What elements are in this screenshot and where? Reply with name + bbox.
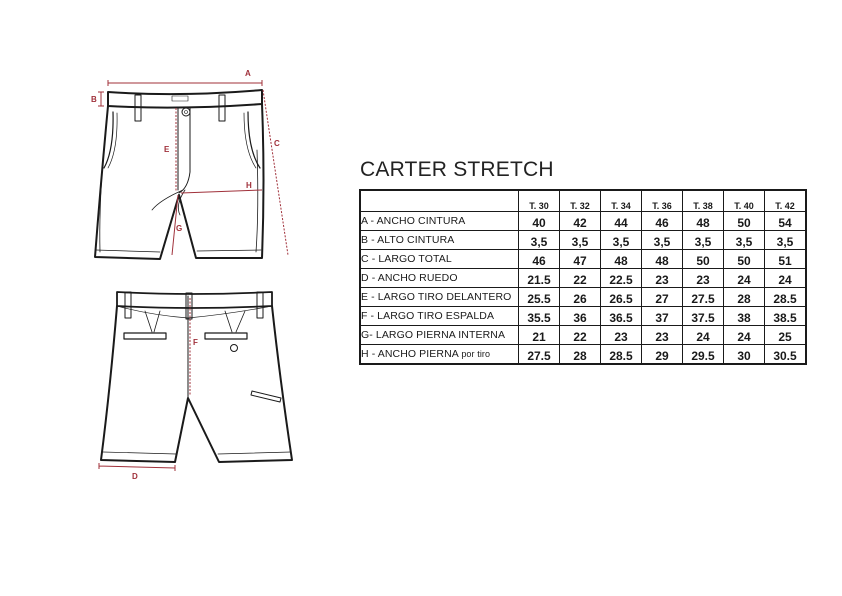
table-row: E - LARGO TIRO DELANTERO 25.5 26 26.5 27…: [359, 287, 807, 307]
measure-value: 22.5: [600, 268, 642, 288]
measure-value: 3,5: [559, 230, 601, 250]
measure-value: 3,5: [723, 230, 765, 250]
size-header: T. 40: [723, 189, 765, 212]
letter-c: C: [274, 139, 280, 148]
measure-value: 22: [559, 325, 601, 345]
measure-label: G- LARGO PIERNA INTERNA: [359, 325, 519, 345]
measure-value: 3,5: [682, 230, 724, 250]
measure-value: 46: [641, 211, 683, 231]
measure-label-main: H - ANCHO PIERNA: [361, 348, 459, 360]
measure-value: 28: [723, 287, 765, 307]
measure-value: 28.5: [600, 344, 642, 365]
size-header-row: T. 30 T. 32 T. 34 T. 36 T. 38 T. 40 T. 4…: [359, 189, 807, 212]
measure-value: 27.5: [518, 344, 560, 365]
corner-cell: [359, 189, 519, 212]
back-view-sketch: [100, 291, 293, 463]
measure-value: 35.5: [518, 306, 560, 326]
measure-value: 50: [723, 249, 765, 269]
measure-label: A - ANCHO CINTURA: [359, 211, 519, 231]
measure-value: 47: [559, 249, 601, 269]
measure-value: 21.5: [518, 268, 560, 288]
measure-value: 48: [600, 249, 642, 269]
front-measurement-lines: [98, 80, 289, 256]
measure-value: 48: [682, 211, 724, 231]
table-row: C - LARGO TOTAL 46 47 48 48 50 50 51: [359, 249, 807, 269]
front-view-sketch: [94, 89, 265, 260]
letter-e: E: [164, 145, 170, 154]
measure-value: 54: [764, 211, 807, 231]
size-header: T. 42: [764, 189, 807, 212]
measure-value: 23: [641, 325, 683, 345]
table-row: B - ALTO CINTURA 3,5 3,5 3,5 3,5 3,5 3,5…: [359, 230, 807, 250]
measure-label: B - ALTO CINTURA: [359, 230, 519, 250]
measure-value: 24: [764, 268, 807, 288]
measure-label: E - LARGO TIRO DELANTERO: [359, 287, 519, 307]
table-row: F - LARGO TIRO ESPALDA 35.5 36 36.5 37 3…: [359, 306, 807, 326]
size-header: T. 36: [641, 189, 683, 212]
measure-value: 36.5: [600, 306, 642, 326]
measure-value: 22: [559, 268, 601, 288]
measure-label: H - ANCHO PIERNA por tiro: [359, 344, 519, 365]
measure-value: 28: [559, 344, 601, 365]
letter-f: F: [193, 338, 198, 347]
measure-value: 25: [764, 325, 807, 345]
measure-value: 3,5: [764, 230, 807, 250]
measure-value: 50: [723, 211, 765, 231]
measure-value: 42: [559, 211, 601, 231]
measure-value: 50: [682, 249, 724, 269]
letter-a: A: [245, 69, 251, 78]
measure-value: 30: [723, 344, 765, 365]
measure-value: 37: [641, 306, 683, 326]
table-row: A - ANCHO CINTURA 40 42 44 46 48 50 54: [359, 211, 807, 231]
back-measurement-lines: [98, 298, 191, 471]
letter-h: H: [246, 181, 252, 190]
measure-value: 44: [600, 211, 642, 231]
table-row: D - ANCHO RUEDO 21.5 22 22.5 23 23 24 24: [359, 268, 807, 288]
measure-value: 23: [682, 268, 724, 288]
measure-value: 28.5: [764, 287, 807, 307]
measure-value: 3,5: [641, 230, 683, 250]
measure-value: 38.5: [764, 306, 807, 326]
measure-value: 46: [518, 249, 560, 269]
measure-value: 40: [518, 211, 560, 231]
table-row: G- LARGO PIERNA INTERNA 21 22 23 23 24 2…: [359, 325, 807, 345]
measure-value: 48: [641, 249, 683, 269]
measure-label: F - LARGO TIRO ESPALDA: [359, 306, 519, 326]
measure-value: 29.5: [682, 344, 724, 365]
measure-value: 23: [641, 268, 683, 288]
measure-value: 29: [641, 344, 683, 365]
measure-value: 30.5: [764, 344, 807, 365]
size-chart-table: T. 30 T. 32 T. 34 T. 36 T. 38 T. 40 T. 4…: [359, 189, 807, 365]
measure-value: 37.5: [682, 306, 724, 326]
measure-value: 3,5: [518, 230, 560, 250]
measure-value: 26: [559, 287, 601, 307]
measure-value: 26.5: [600, 287, 642, 307]
size-header: T. 38: [682, 189, 724, 212]
measure-value: 24: [723, 325, 765, 345]
letter-d: D: [132, 472, 138, 481]
measure-value: 36: [559, 306, 601, 326]
measure-label-small: por tiro: [461, 349, 491, 359]
measure-value: 24: [723, 268, 765, 288]
measure-value: 38: [723, 306, 765, 326]
measure-label: C - LARGO TOTAL: [359, 249, 519, 269]
measure-value: 24: [682, 325, 724, 345]
measure-value: 25.5: [518, 287, 560, 307]
letter-g: G: [176, 224, 182, 233]
size-header: T. 32: [559, 189, 601, 212]
measure-label: D - ANCHO RUEDO: [359, 268, 519, 288]
size-header: T. 34: [600, 189, 642, 212]
letter-b: B: [91, 95, 97, 104]
measure-value: 3,5: [600, 230, 642, 250]
measure-value: 51: [764, 249, 807, 269]
product-title: CARTER STRETCH: [360, 158, 554, 181]
measure-value: 21: [518, 325, 560, 345]
measure-value: 23: [600, 325, 642, 345]
size-header: T. 30: [518, 189, 560, 212]
measure-value: 27: [641, 287, 683, 307]
table-row: H - ANCHO PIERNA por tiro 27.5 28 28.5 2…: [359, 344, 807, 365]
measure-value: 27.5: [682, 287, 724, 307]
